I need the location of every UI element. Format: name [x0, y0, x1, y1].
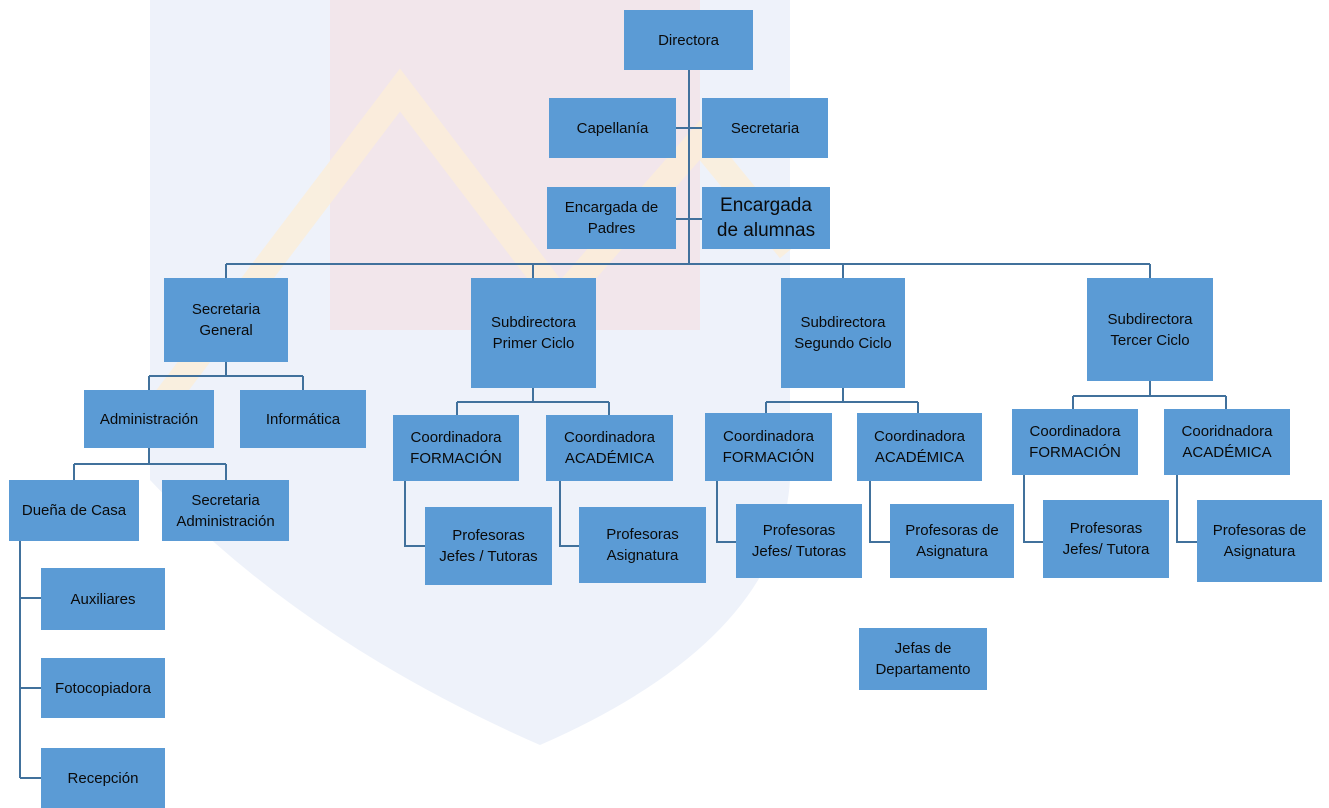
node-directora[interactable]: Directora — [624, 10, 753, 70]
node-encargada-alumnas[interactable]: Encargada de alumnas — [702, 187, 830, 249]
node-secretaria[interactable]: Secretaria — [702, 98, 828, 158]
node-encargada-padres[interactable]: Encargada de Padres — [547, 187, 676, 249]
node-profesoras-asignatura-primer[interactable]: Profesoras Asignatura — [579, 507, 706, 583]
node-profesoras-asignatura-tercer[interactable]: Profesoras de Asignatura — [1197, 500, 1322, 582]
node-profesoras-asignatura-segundo[interactable]: Profesoras de Asignatura — [890, 504, 1014, 578]
node-auxiliares[interactable]: Auxiliares — [41, 568, 165, 630]
node-coordinadora-formacion-tercer[interactable]: Coordinadora FORMACIÓN — [1012, 409, 1138, 475]
node-coordinadora-formacion-segundo[interactable]: Coordinadora FORMACIÓN — [705, 413, 832, 481]
node-coordinadora-academica-tercer[interactable]: Cooridnadora ACADÉMICA — [1164, 409, 1290, 475]
node-coordinadora-academica-segundo[interactable]: Coordinadora ACADÉMICA — [857, 413, 982, 481]
node-informatica[interactable]: Informática — [240, 390, 366, 448]
node-recepcion[interactable]: Recepción — [41, 748, 165, 808]
node-capellania[interactable]: Capellanía — [549, 98, 676, 158]
node-profesoras-jefes-tercer[interactable]: Profesoras Jefes/ Tutora — [1043, 500, 1169, 578]
node-subdirectora-primer-ciclo[interactable]: Subdirectora Primer Ciclo — [471, 278, 596, 388]
node-coordinadora-academica-primer[interactable]: Coordinadora ACADÉMICA — [546, 415, 673, 481]
node-duena-de-casa[interactable]: Dueña de Casa — [9, 480, 139, 541]
node-profesoras-jefes-segundo[interactable]: Profesoras Jefes/ Tutoras — [736, 504, 862, 578]
node-profesoras-jefes-primer[interactable]: Profesoras Jefes / Tutoras — [425, 507, 552, 585]
node-fotocopiadora[interactable]: Fotocopiadora — [41, 658, 165, 718]
node-jefas-de-departamento[interactable]: Jefas de Departamento — [859, 628, 987, 690]
node-secretaria-general[interactable]: Secretaria General — [164, 278, 288, 362]
node-subdirectora-segundo-ciclo[interactable]: Subdirectora Segundo Ciclo — [781, 278, 905, 388]
node-administracion[interactable]: Administración — [84, 390, 214, 448]
node-secretaria-administracion[interactable]: Secretaria Administración — [162, 480, 289, 541]
node-subdirectora-tercer-ciclo[interactable]: Subdirectora Tercer Ciclo — [1087, 278, 1213, 381]
node-coordinadora-formacion-primer[interactable]: Coordinadora FORMACIÓN — [393, 415, 519, 481]
